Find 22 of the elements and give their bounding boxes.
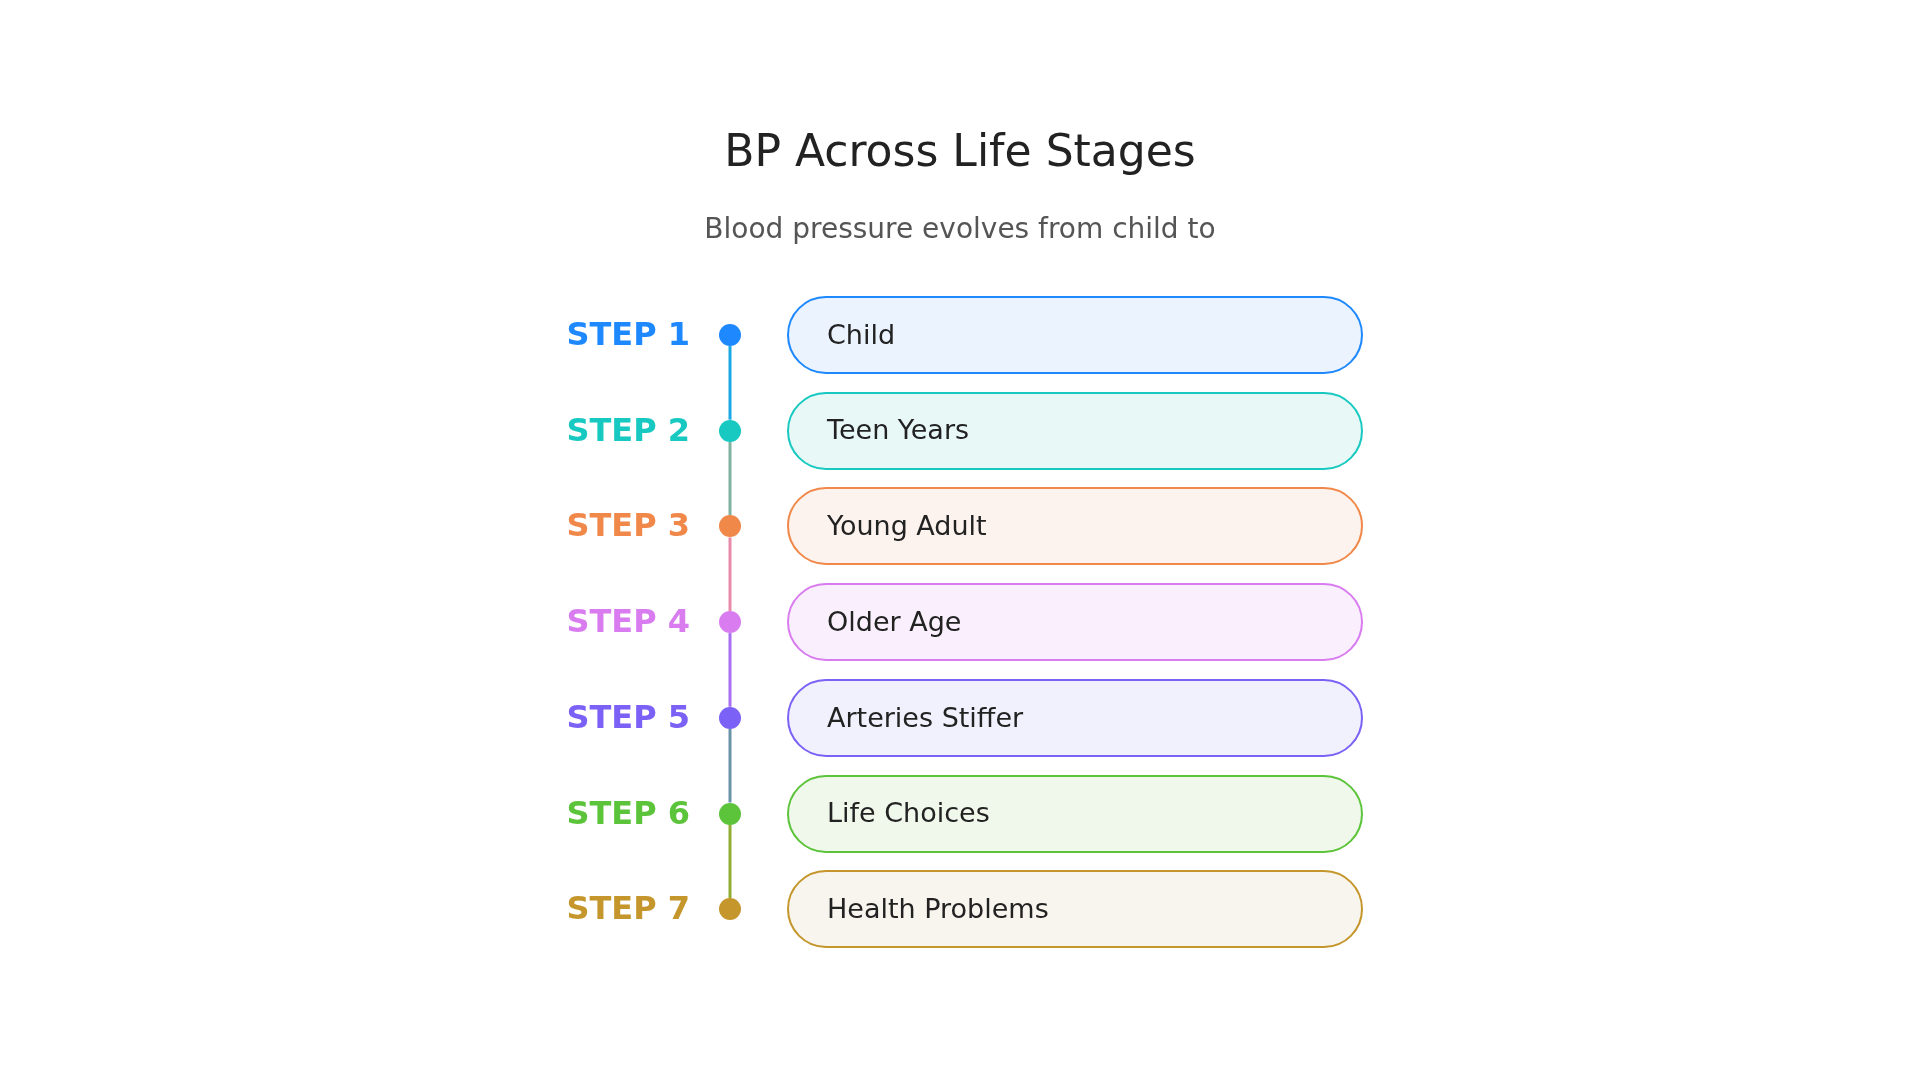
stage-text: Health Problems [827,891,1049,926]
stage-text: Life Choices [827,796,990,831]
step-label: STEP 7 [566,892,690,925]
step-label: STEP 5 [566,700,690,733]
connector-line [728,633,732,707]
stage-text: Young Adult [827,509,987,544]
connector-line [728,346,732,420]
stage-text: Arteries Stiffer [827,700,1024,735]
step-label: STEP 6 [566,796,690,829]
step-label: STEP 2 [566,413,690,446]
stage-text: Teen Years [827,413,970,448]
stage-text: Child [827,317,896,352]
connector-line [728,441,732,516]
step-label: STEP 4 [566,605,690,638]
connector-line [728,824,732,899]
connector-line [728,537,732,612]
step-label: STEP 1 [566,318,690,350]
connector-line [728,728,732,803]
stage-text: Older Age [827,604,962,639]
subtitle: Blood pressure evolves from child to [704,211,1216,247]
step-label: STEP 3 [566,509,690,542]
title: BP Across Life Stages [724,124,1196,178]
